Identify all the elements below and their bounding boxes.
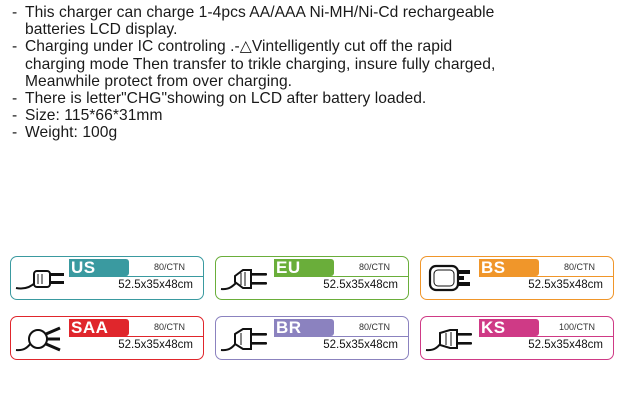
plug-code: KS: [481, 318, 506, 337]
plug-card-eu: EU 80/CTN 52.5x35x48cm: [215, 256, 409, 300]
plug-card-us: US 80/CTN 52.5x35x48cm: [10, 256, 204, 300]
plug-card-saa: SAA 80/CTN 52.5x35x48cm: [10, 316, 204, 360]
spec-list: -This charger can charge 1-4pcs AA/AAA N…: [12, 4, 630, 142]
plug-code: BR: [276, 318, 302, 337]
band-divider: [479, 336, 613, 337]
eu-plug-icon: [219, 260, 273, 296]
bs-plug-icon: [424, 260, 478, 296]
band-divider: [69, 336, 203, 337]
carton-quantity: 100/CTN: [558, 322, 595, 332]
ks-plug-icon: [424, 320, 478, 356]
plug-card-br: BR 80/CTN 52.5x35x48cm: [215, 316, 409, 360]
plug-card-bs: BS 80/CTN 52.5x35x48cm: [420, 256, 614, 300]
band-divider: [479, 276, 613, 277]
plug-code: SAA: [71, 318, 109, 337]
spec-line: -This charger can charge 1-4pcs AA/AAA N…: [12, 4, 495, 21]
plug-card-ks: KS 100/CTN 52.5x35x48cm: [420, 316, 614, 360]
carton-quantity: 80/CTN: [358, 322, 390, 332]
saa-plug-icon: [14, 320, 68, 356]
plug-code-band: US: [69, 258, 129, 277]
spec-line: Meanwhile protect from over charging.: [25, 72, 293, 90]
carton-quantity: 80/CTN: [563, 262, 595, 272]
spec-line: -Size: 115*66*31mm: [12, 107, 163, 125]
carton-quantity: 80/CTN: [153, 262, 185, 272]
band-divider: [274, 276, 408, 277]
plug-code: EU: [276, 258, 301, 277]
plug-code: BS: [481, 258, 506, 277]
carton-quantity: 80/CTN: [153, 322, 185, 332]
spec-line: charging mode Then transfer to trikle ch…: [25, 55, 496, 73]
spec-line: -Charging under IC controling .-△Vintell…: [12, 38, 453, 56]
carton-quantity: 80/CTN: [358, 262, 390, 272]
plug-code-band: BR: [274, 318, 334, 337]
carton-dimensions: 52.5x35x48cm: [323, 279, 398, 291]
carton-dimensions: 52.5x35x48cm: [323, 339, 398, 351]
spec-line: -Weight: 100g: [12, 124, 118, 142]
plug-code-band: KS: [479, 318, 539, 337]
band-divider: [69, 276, 203, 277]
carton-dimensions: 52.5x35x48cm: [118, 339, 193, 351]
plug-code-band: BS: [479, 258, 539, 277]
band-divider: [274, 336, 408, 337]
plug-code-band: SAA: [69, 318, 129, 337]
carton-dimensions: 52.5x35x48cm: [118, 279, 193, 291]
carton-dimensions: 52.5x35x48cm: [528, 279, 603, 291]
spec-line: batteries LCD display.: [25, 21, 178, 39]
plug-code: US: [71, 258, 96, 277]
plug-code-band: EU: [274, 258, 334, 277]
spec-line: -There is letter"CHG"showing on LCD afte…: [12, 90, 427, 108]
carton-dimensions: 52.5x35x48cm: [528, 339, 603, 351]
br-plug-icon: [219, 320, 273, 356]
us-plug-icon: [14, 260, 68, 296]
